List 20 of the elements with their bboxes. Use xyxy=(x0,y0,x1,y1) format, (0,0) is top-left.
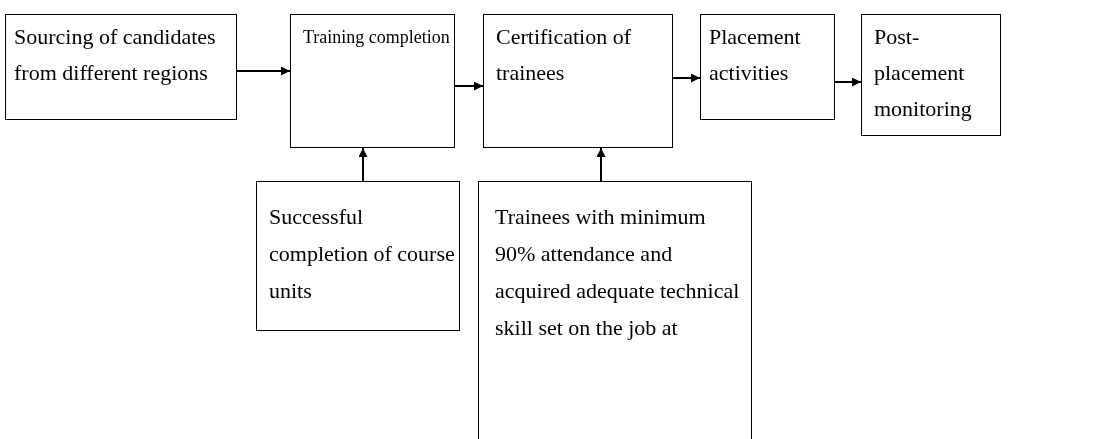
process-box xyxy=(700,14,835,120)
process-box xyxy=(478,181,752,439)
arrow xyxy=(358,147,368,182)
box-label: Successful completion of course units xyxy=(269,203,456,305)
arrow xyxy=(596,147,606,182)
box-label: Sourcing of candidates from different regions xyxy=(14,23,217,87)
box-label: Placement activities xyxy=(709,23,802,87)
box-label: Trainees with minimum 90% attendance and acquired adequate technical skill set on the job at xyxy=(495,203,741,342)
process-box xyxy=(5,14,237,120)
arrow xyxy=(236,66,291,76)
arrow xyxy=(834,77,862,87)
box-label: Training completion xyxy=(303,26,451,49)
box-label: Post-placement monitoring xyxy=(874,23,973,123)
arrow xyxy=(672,73,701,83)
process-box xyxy=(290,14,455,148)
process-box xyxy=(861,14,1001,136)
arrow xyxy=(454,81,484,91)
process-box xyxy=(483,14,673,148)
box-label: Certification of trainees xyxy=(496,23,632,87)
process-box xyxy=(256,181,460,331)
